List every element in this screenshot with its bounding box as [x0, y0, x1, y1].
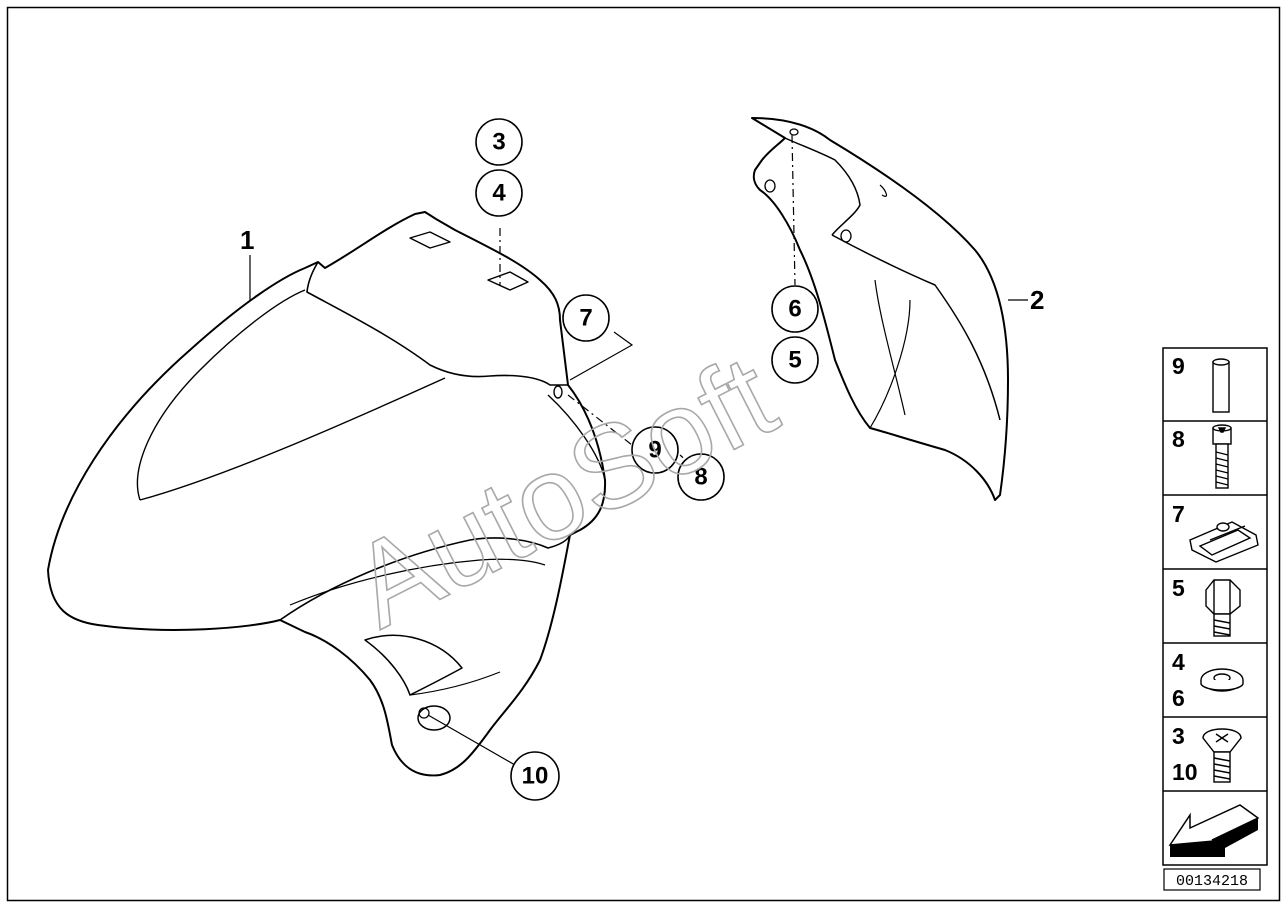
svg-text:7: 7 — [579, 305, 592, 332]
legend-num: 10 — [1172, 759, 1198, 785]
diagram-border — [6, 6, 1281, 902]
clip-nut-icon — [1189, 521, 1259, 563]
part-label-1: 1 — [240, 225, 254, 255]
svg-text:6: 6 — [788, 296, 801, 323]
callout-6: 6 — [771, 285, 819, 333]
legend-num: 7 — [1172, 501, 1185, 527]
svg-text:10: 10 — [522, 763, 549, 790]
hex-bolt-icon — [1205, 579, 1241, 637]
svg-text:00134218: 00134218 — [1176, 873, 1248, 890]
legend-num: 6 — [1172, 685, 1185, 711]
part-number: 00134218 — [1163, 868, 1261, 891]
callout-9: 9 — [631, 426, 679, 474]
front-mudguard-part — [47, 211, 607, 777]
callout-4: 4 — [475, 169, 523, 217]
legend-num: 8 — [1172, 426, 1185, 452]
countersunk-screw-icon — [1202, 728, 1242, 783]
legend-num: 3 — [1172, 723, 1185, 749]
svg-text:3: 3 — [492, 129, 505, 156]
rear-mudguard-part — [751, 117, 1009, 501]
svg-text:8: 8 — [694, 464, 707, 491]
callout-3: 3 — [475, 118, 523, 166]
legend-num: 4 — [1172, 649, 1185, 675]
legend-num: 5 — [1172, 575, 1185, 601]
part-label-2: 2 — [1030, 285, 1044, 315]
sleeve-icon — [1212, 358, 1230, 413]
svg-text:9: 9 — [648, 437, 661, 464]
watermark: AutoSoft — [332, 330, 795, 653]
callout-7: 7 — [562, 294, 610, 342]
parts-legend: 9 8 7 5 — [1162, 347, 1268, 866]
svg-text:5: 5 — [788, 347, 801, 374]
arrow-icon — [1168, 804, 1260, 857]
leader-lines — [249, 134, 1028, 766]
callout-5: 5 — [771, 336, 819, 384]
socket-screw-icon — [1212, 424, 1232, 489]
washer-icon — [1200, 668, 1244, 692]
callout-10: 10 — [510, 751, 560, 801]
legend-num: 9 — [1172, 353, 1185, 379]
callout-8: 8 — [677, 453, 725, 501]
svg-text:4: 4 — [492, 180, 506, 207]
